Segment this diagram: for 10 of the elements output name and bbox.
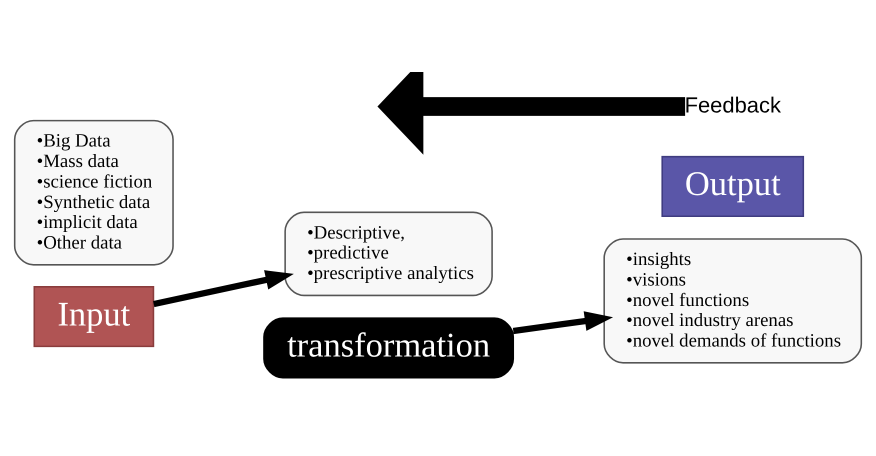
node-box: Output [661,156,804,218]
arrow [512,311,614,334]
node-box: Input [34,286,154,348]
node-box: transformation [263,317,514,379]
arrow [377,72,686,155]
node-box: •insights •visions •novel functions •novel industry arenas •novel demands of functions [603,238,862,364]
arrow [153,270,294,308]
node-box: •Descriptive, •predictive •prescriptive analytics [284,212,493,296]
node-text: Feedback [684,92,781,118]
node-box: •Big Data •Mass data •science fiction •Synthetic data •implicit data •Other data [14,120,174,266]
